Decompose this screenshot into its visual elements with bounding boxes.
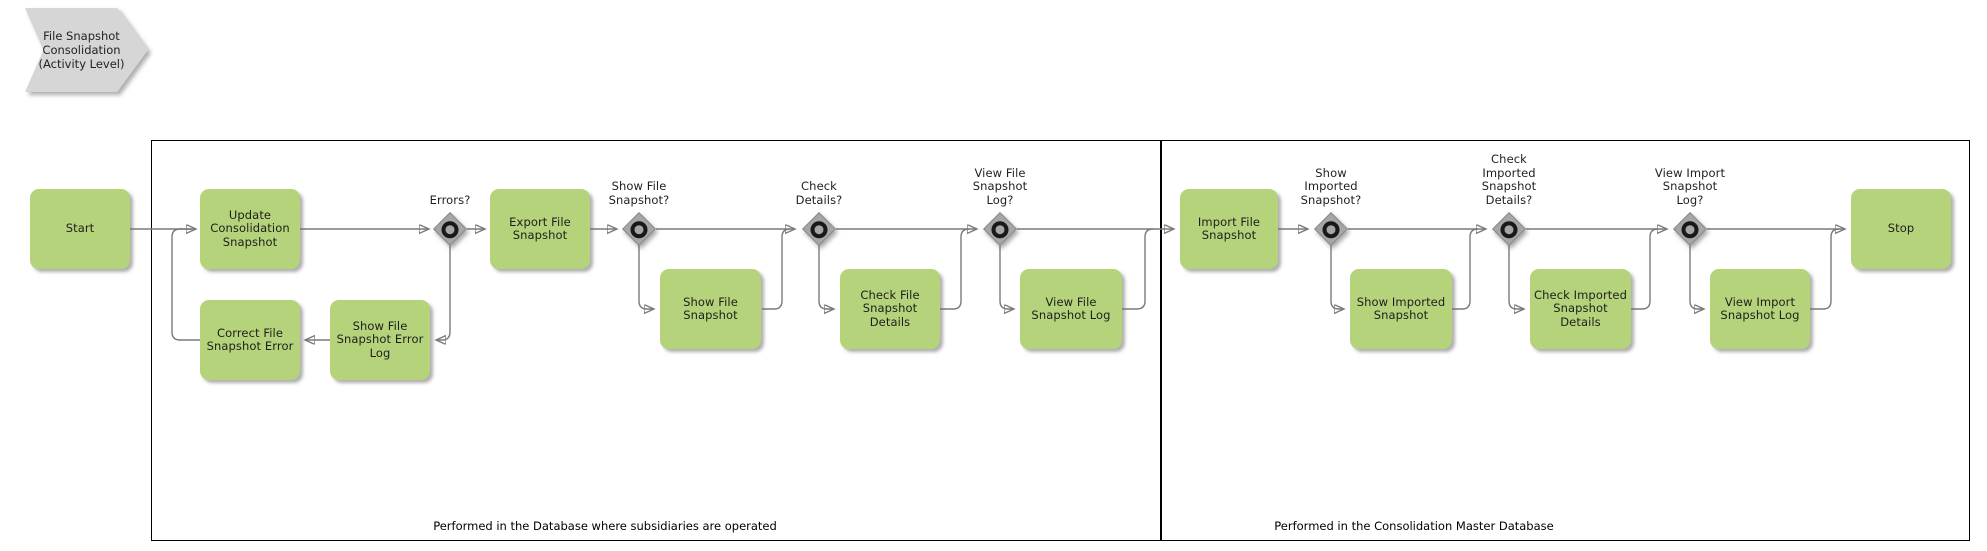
decision-label-errors: Errors? [429,192,471,207]
decision-diamond-icon [983,212,1017,246]
decision-label-view-file-snapshot-log: View File Snapshot Log? [972,165,1028,207]
process-title-banner: File Snapshot Consolidation (Activity Le… [25,8,148,92]
process-title: File Snapshot Consolidation (Activity Le… [25,8,148,92]
decision-show-imported-snapshot [1314,212,1348,246]
merge-circle-icon [987,216,1013,242]
node-stop: Stop [1851,189,1951,269]
merge-circle-icon [806,216,832,242]
decision-diamond-icon [433,212,467,246]
decision-check-details [802,212,836,246]
node-correct-file-snapshot-error: Correct File Snapshot Error [200,300,300,380]
decision-diamond-icon [1492,212,1526,246]
decision-view-file-snapshot-log [983,212,1017,246]
node-view-file-snapshot-log: View File Snapshot Log [1020,269,1122,349]
node-import-file-snapshot: Import File Snapshot [1180,189,1278,269]
decision-label-view-import-snapshot-log: View Import Snapshot Log? [1654,165,1726,207]
node-show-file-snapshot: Show File Snapshot [660,269,761,349]
decision-label-show-file-snapshot: Show File Snapshot? [608,179,670,207]
decision-errors [433,212,467,246]
node-start: Start [30,189,130,269]
decision-show-file-snapshot [622,212,656,246]
decision-diamond-icon [1314,212,1348,246]
merge-circle-icon [1677,216,1703,242]
merge-circle-icon [1318,216,1344,242]
decision-label-check-details: Check Details? [795,179,843,207]
decision-label-check-imported-snapshot-details: Check Imported Snapshot Details? [1481,152,1537,207]
node-check-file-snapshot-details: Check File Snapshot Details [840,269,940,349]
node-check-imported-snapshot-details: Check Imported Snapshot Details [1530,269,1631,349]
decision-diamond-icon [1673,212,1707,246]
merge-circle-icon [1496,216,1522,242]
decision-diamond-icon [622,212,656,246]
node-update-consolidation-snapshot: Update Consolidation Snapshot [200,189,300,269]
decision-diamond-icon [802,212,836,246]
node-view-import-snapshot-log: View Import Snapshot Log [1710,269,1810,349]
decision-label-show-imported-snapshot: Show Imported Snapshot? [1300,165,1362,207]
node-show-file-snapshot-error-log: Show File Snapshot Error Log [330,300,430,380]
swimlane-label-subsidiary-database: Performed in the Database where subsidia… [433,519,777,533]
decision-view-import-snapshot-log [1673,212,1707,246]
decision-check-imported-snapshot-details [1492,212,1526,246]
node-export-file-snapshot: Export File Snapshot [490,189,590,269]
swimlane-label-consolidation-master-database: Performed in the Consolidation Master Da… [1274,519,1554,533]
merge-circle-icon [626,216,652,242]
merge-circle-icon [437,216,463,242]
node-show-imported-snapshot: Show Imported Snapshot [1350,269,1452,349]
